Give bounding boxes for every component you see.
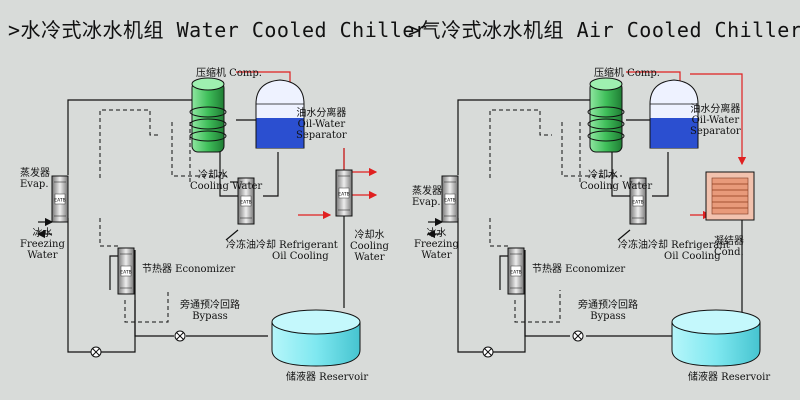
right-oil-cooling-label: 冷冻油冷却 Refrigerant Oil Cooling: [618, 240, 730, 262]
right-condenser: [705, 171, 755, 221]
left-separator-en2: Separator: [296, 130, 347, 141]
right-expansion-valve-icon: [482, 346, 494, 358]
right-cooling-water-label: 冷却水 Cooling Water: [580, 170, 652, 192]
left-expansion-valve-icon: [90, 346, 102, 358]
right-evaporator-cn: 蒸发器: [412, 186, 442, 197]
left-freezing-water-cn: 冰水: [32, 228, 53, 239]
right-evaporator-label: 蒸发器 Evap.: [412, 186, 442, 208]
right-reservoir-label: 储液器 Reservoir: [688, 372, 771, 383]
left-condenser-water-en2: Water: [354, 252, 385, 263]
left-panel: [36, 71, 378, 367]
right-freezing-water-cn: 冰水: [426, 228, 447, 239]
left-compressor-label: 压缩机 Comp.: [196, 68, 262, 79]
right-separator-en2: Separator: [690, 126, 741, 137]
right-bypass-label: 旁通预冷回路 Bypass: [578, 300, 638, 322]
right-separator-label: 油水分离器 Oil-Water Separator: [690, 104, 741, 137]
left-bypass-label: 旁通预冷回路 Bypass: [180, 300, 240, 322]
right-freezing-water-en1: Freezing: [414, 239, 459, 250]
right-oil-water-separator: [649, 79, 699, 149]
left-bypass-valve-icon: [174, 330, 186, 342]
right-economizer-hx: [507, 247, 525, 295]
left-separator-cn: 油水分离器: [296, 108, 347, 119]
left-title: >水冷式冰水机组 Water Cooled Chiller: [8, 18, 428, 42]
left-condenser-water-hx: [335, 169, 353, 217]
right-separator-cn: 油水分离器: [690, 104, 741, 115]
left-evaporator-en: Evap.: [20, 179, 49, 190]
right-separator-en1: Oil-Water: [691, 115, 740, 126]
right-bypass-cn: 旁通预冷回路: [578, 300, 638, 311]
right-compressor-label: 压缩机 Comp.: [594, 68, 660, 79]
right-cooling-water-en: Cooling Water: [580, 181, 653, 192]
left-compressor: [189, 77, 227, 153]
left-evaporator-label: 蒸发器 Evap.: [20, 168, 50, 190]
right-condenser-cn: 凝结器: [714, 236, 744, 247]
right-oil-cooling-line2: Oil Cooling: [664, 251, 721, 262]
left-separator-en1: Oil-Water: [297, 119, 346, 130]
right-evaporator-hx: [441, 175, 459, 223]
left-freezing-water-label: 冰水 Freezing Water: [20, 228, 65, 261]
left-cooling-water-en: Cooling Water: [190, 181, 263, 192]
left-cooling-water-cn: 冷却水: [198, 170, 228, 181]
right-cooling-water-cn: 冷却水: [588, 170, 618, 181]
left-oil-cooling-line2: Oil Cooling: [272, 251, 329, 262]
right-reservoir: [671, 309, 761, 367]
left-reservoir: [271, 309, 361, 367]
left-separator-label: 油水分离器 Oil-Water Separator: [296, 108, 347, 141]
left-economizer-label: 节热器 Economizer: [142, 264, 236, 275]
right-freezing-water-en2: Water: [421, 250, 452, 261]
left-condenser-water-cn: 冷却水: [354, 230, 385, 241]
right-condenser-label: 凝结器 Cond.: [714, 236, 744, 258]
left-bypass-cn: 旁通预冷回路: [180, 300, 240, 311]
left-oil-cooling-line1: 冷冻油冷却 Refrigerant: [226, 240, 338, 251]
left-reservoir-label: 储液器 Reservoir: [286, 372, 369, 383]
left-oil-water-separator: [255, 79, 305, 149]
right-bypass-valve-icon: [572, 330, 584, 342]
left-condenser-water-en1: Cooling: [350, 241, 389, 252]
left-economizer-hx: [117, 247, 135, 295]
right-oil-cooling-line1: 冷冻油冷却 Refrigerant: [618, 240, 730, 251]
right-evaporator-en: Evap.: [412, 197, 441, 208]
right-freezing-water-label: 冰水 Freezing Water: [414, 228, 459, 261]
right-condenser-en: Cond.: [714, 247, 744, 258]
left-bypass-en: Bypass: [192, 311, 228, 322]
left-evaporator-cn: 蒸发器: [20, 168, 50, 179]
right-bypass-en: Bypass: [590, 311, 626, 322]
right-title: >气冷式冰水机组 Air Cooled Chiller: [408, 18, 800, 42]
left-oil-cooling-label: 冷冻油冷却 Refrigerant Oil Cooling: [226, 240, 338, 262]
left-evaporator-hx: [51, 175, 69, 223]
left-cooling-water-label: 冷却水 Cooling Water: [190, 170, 262, 192]
left-condenser-water-label: 冷却水 Cooling Water: [350, 230, 389, 263]
left-freezing-water-en2: Water: [27, 250, 58, 261]
right-economizer-label: 节热器 Economizer: [532, 264, 626, 275]
right-compressor: [587, 77, 625, 153]
right-panel: [426, 71, 761, 367]
left-freezing-water-en1: Freezing: [20, 239, 65, 250]
